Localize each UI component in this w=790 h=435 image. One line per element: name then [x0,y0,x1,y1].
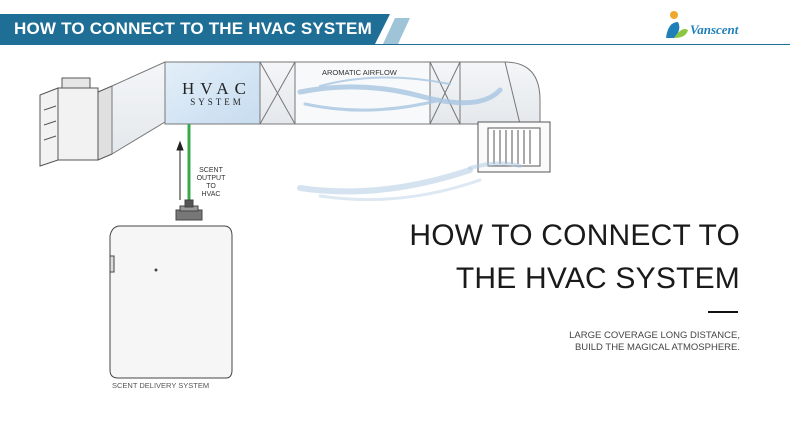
airflow-label: AROMATIC AIRFLOW [322,68,397,77]
banner-shape [0,14,410,44]
hvac-unit-label: HVAC SYSTEM [182,80,252,107]
hvac-label-line1: HVAC [182,79,252,98]
header-banner: HOW TO CONNECT TO THE HVAC SYSTEM [0,14,410,44]
scent-output-line1: SCENT [199,167,223,174]
arrow-up-icon [176,140,184,200]
scent-output-line3: TO [206,183,216,190]
vent-grille [477,121,551,173]
tagline-line2: BUILD THE MAGICAL ATMOSPHERE. [574,342,740,353]
scent-output-line4: HVAC [201,191,221,198]
headline: HOW TO CONNECT TO THE HVAC SYSTEM [409,214,740,300]
scent-output-label: SCENT OUTPUT TO HVAC [193,167,229,199]
device-label: SCENT DELIVERY SYSTEM [112,381,210,390]
air-handler-unit [39,77,113,167]
headline-divider [708,311,738,313]
brand-logo [660,8,740,44]
banner-title: HOW TO CONNECT TO THE HVAC SYSTEM [14,19,372,38]
hvac-label-line2: SYSTEM [190,97,244,107]
scent-delivery-device [109,199,233,379]
headline-line2: THE HVAC SYSTEM [455,262,740,295]
aromatic-airflow [297,76,522,202]
scent-output-line2: OUTPUT [196,175,226,182]
brand-name: Vanscent [690,22,739,37]
tagline: LARGE COVERAGE LONG DISTANCE, BUILD THE … [569,330,740,354]
headline-line1: HOW TO CONNECT TO [409,219,740,252]
duct-run [111,61,541,155]
header-divider [0,44,790,45]
tagline-line1: LARGE COVERAGE LONG DISTANCE, [569,330,740,341]
person-leaf-icon [666,11,688,38]
